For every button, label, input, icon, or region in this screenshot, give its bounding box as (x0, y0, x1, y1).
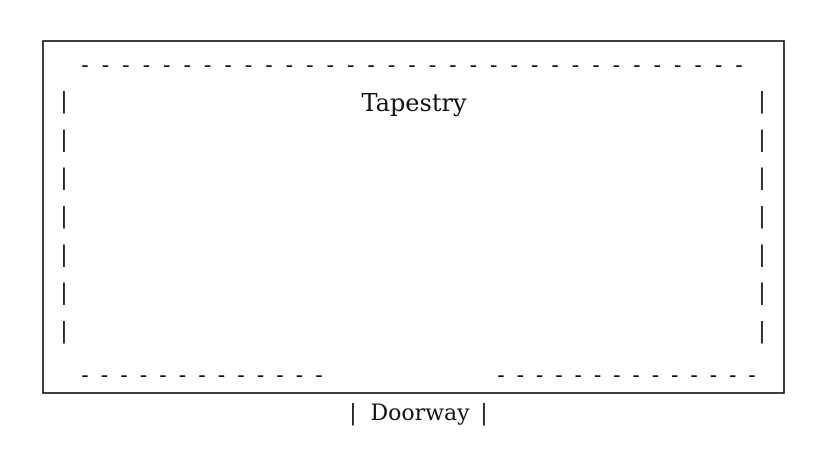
bottom-left-dash: - (101, 363, 108, 388)
top-dash: - (470, 53, 477, 78)
top-dash: - (327, 53, 334, 78)
bottom-right-dash: - (748, 363, 755, 388)
bottom-left-dash: - (81, 363, 88, 388)
right-bar: | (758, 127, 765, 152)
bottom-right-dash: - (710, 363, 717, 388)
top-dash: - (163, 53, 170, 78)
top-dashed-border: --------------------------------- (81, 53, 742, 78)
bottom-right-dash: - (632, 363, 639, 388)
bottom-right-dashed-border: -------------- (497, 363, 755, 388)
left-bar: | (60, 319, 67, 344)
room-outline (42, 40, 785, 394)
top-dash: - (510, 53, 517, 78)
top-dash: - (551, 53, 558, 78)
top-dash: - (388, 53, 395, 78)
top-dash: - (490, 53, 497, 78)
right-dashed-border: | | | | | | | (758, 89, 765, 344)
top-dash: - (408, 53, 415, 78)
top-dash: - (306, 53, 313, 78)
bottom-left-dash: - (159, 363, 166, 388)
top-dash: - (204, 53, 211, 78)
top-dash: - (613, 53, 620, 78)
right-bar: | (758, 319, 765, 344)
bottom-left-dash: - (276, 363, 283, 388)
top-dash: - (654, 53, 661, 78)
bottom-left-dash: - (140, 363, 147, 388)
bottom-left-dash: - (198, 363, 205, 388)
top-dash: - (224, 53, 231, 78)
bottom-left-dash: - (237, 363, 244, 388)
bottom-right-dash: - (613, 363, 620, 388)
top-dash: - (347, 53, 354, 78)
top-dash: - (735, 53, 742, 78)
left-bar: | (60, 166, 67, 191)
bottom-right-dash: - (729, 363, 736, 388)
top-dash: - (674, 53, 681, 78)
top-dash: - (122, 53, 129, 78)
top-dash: - (715, 53, 722, 78)
left-bar: | (60, 127, 67, 152)
left-bar: | (60, 204, 67, 229)
top-dash: - (572, 53, 579, 78)
left-bar: | (60, 281, 67, 306)
top-dash: - (265, 53, 272, 78)
bottom-right-dash: - (690, 363, 697, 388)
top-dash: - (531, 53, 538, 78)
bottom-right-dash: - (671, 363, 678, 388)
bottom-left-dash: - (218, 363, 225, 388)
top-dash: - (102, 53, 109, 78)
top-dash: - (183, 53, 190, 78)
top-dash: - (633, 53, 640, 78)
doorway-left-bar: | (349, 401, 356, 426)
bottom-right-dash: - (517, 363, 524, 388)
top-dash: - (449, 53, 456, 78)
left-dashed-border: | | | | | | | (60, 89, 67, 344)
right-bar: | (758, 242, 765, 267)
bottom-left-dash: - (179, 363, 186, 388)
top-dash: - (367, 53, 374, 78)
bottom-right-dash: - (497, 363, 504, 388)
right-bar: | (758, 166, 765, 191)
top-dash: - (81, 53, 88, 78)
bottom-right-dash: - (652, 363, 659, 388)
right-bar: | (758, 204, 765, 229)
top-dash: - (429, 53, 436, 78)
bottom-right-dash: - (536, 363, 543, 388)
doorway-right-bar: | (480, 401, 487, 426)
top-dash: - (592, 53, 599, 78)
doorway-label: Doorway (370, 401, 470, 426)
bottom-right-dash: - (575, 363, 582, 388)
top-dash: - (245, 53, 252, 78)
left-bar: | (60, 242, 67, 267)
bottom-left-dash: - (315, 363, 322, 388)
bottom-right-dash: - (594, 363, 601, 388)
left-bar: | (60, 89, 67, 114)
bottom-left-dashed-border: ------------- (81, 363, 322, 388)
doorway-marker: | Doorway | (349, 401, 487, 426)
right-bar: | (758, 89, 765, 114)
top-dash: - (143, 53, 150, 78)
tapestry-label: Tapestry (361, 89, 466, 117)
bottom-left-dash: - (296, 363, 303, 388)
right-bar: | (758, 281, 765, 306)
bottom-left-dash: - (120, 363, 127, 388)
top-dash: - (694, 53, 701, 78)
top-dash: - (286, 53, 293, 78)
bottom-right-dash: - (555, 363, 562, 388)
bottom-left-dash: - (257, 363, 264, 388)
